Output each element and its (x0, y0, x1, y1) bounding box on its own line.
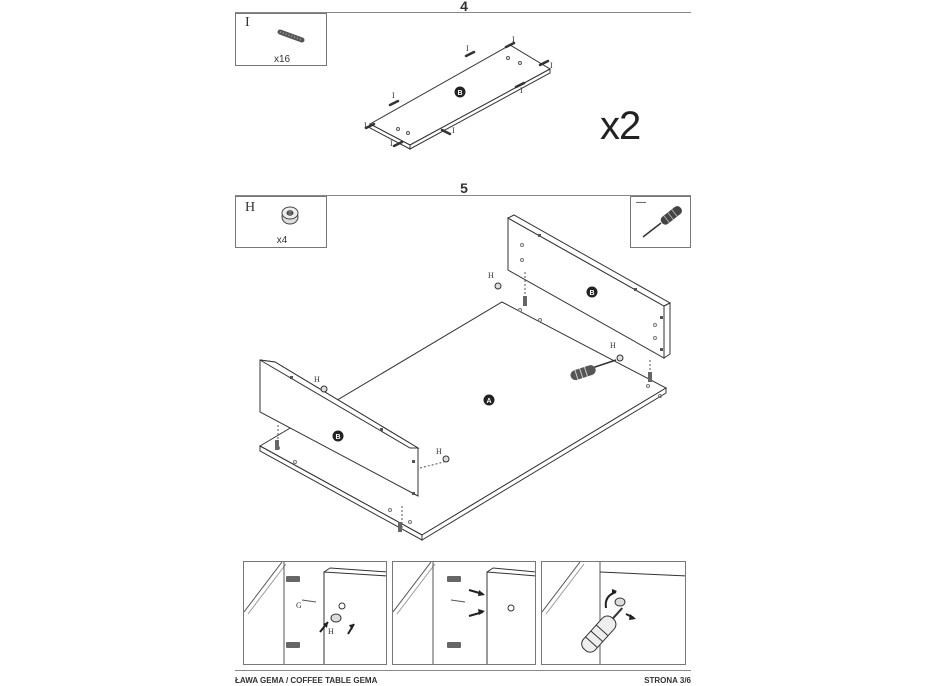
part-letter: I (245, 15, 250, 30)
cam-marker: H (436, 447, 442, 456)
dowel-marker: I (390, 139, 393, 148)
part-quantity: x4 (276, 235, 288, 246)
footer-page-number: STRONA 3/6 (644, 676, 691, 685)
cam-lock-icon (281, 206, 299, 225)
panel-callout (454, 86, 466, 98)
dowel-marker: I (392, 91, 395, 100)
step-4-divider (235, 12, 691, 13)
step-4-panel-drawing: I I I I I I I I B (364, 35, 553, 150)
detail-panel-tighten (541, 561, 686, 665)
cam-marker: H (488, 271, 494, 280)
base-callout (483, 394, 495, 406)
screwdriver-icon (642, 206, 682, 238)
footer-divider (235, 670, 691, 671)
step-5-number: 5 (460, 180, 468, 196)
step-4-number: 4 (460, 0, 468, 14)
bolt-label: G (296, 601, 302, 610)
detail-panel-cam-insert: G H (243, 561, 387, 665)
dowel-pin-icon (277, 29, 305, 43)
cam-label: H (328, 627, 334, 636)
panel-callout-label: B (457, 90, 462, 97)
cam-marker: H (610, 341, 616, 350)
dowel-marker: I (452, 126, 455, 135)
part-letter: H (245, 200, 256, 215)
dowel-marker: I (466, 44, 469, 53)
step-4-part-box: I x16 (235, 13, 327, 66)
side-callout-left-label: B (335, 434, 340, 441)
dowel-marker: I (512, 35, 515, 44)
detail-panel-panel-push (392, 561, 536, 665)
dowel-marker: I (550, 61, 553, 70)
base-callout-label: A (486, 398, 491, 405)
dowel-marker: I (520, 86, 523, 95)
tool-mark: — (636, 197, 646, 208)
side-callout-left (332, 430, 344, 442)
side-callout-right-label: B (589, 290, 594, 297)
dowel-marker: I (364, 121, 367, 130)
footer-title: ŁAWA GEMA / COFFEE TABLE GEMA (235, 676, 378, 685)
cam-marker: H (314, 375, 320, 384)
step-5-assembly-drawing: A B H H B H H (258, 214, 672, 541)
part-quantity: x16 (273, 54, 291, 65)
step-5-tool-box: — (630, 196, 691, 248)
screwdriver-in-use-icon (570, 359, 617, 381)
step-5-divider (235, 195, 691, 196)
step-4-multiplier: x2 (600, 104, 641, 148)
step-5-part-box: H x4 (235, 196, 327, 248)
side-callout-right (586, 286, 598, 298)
